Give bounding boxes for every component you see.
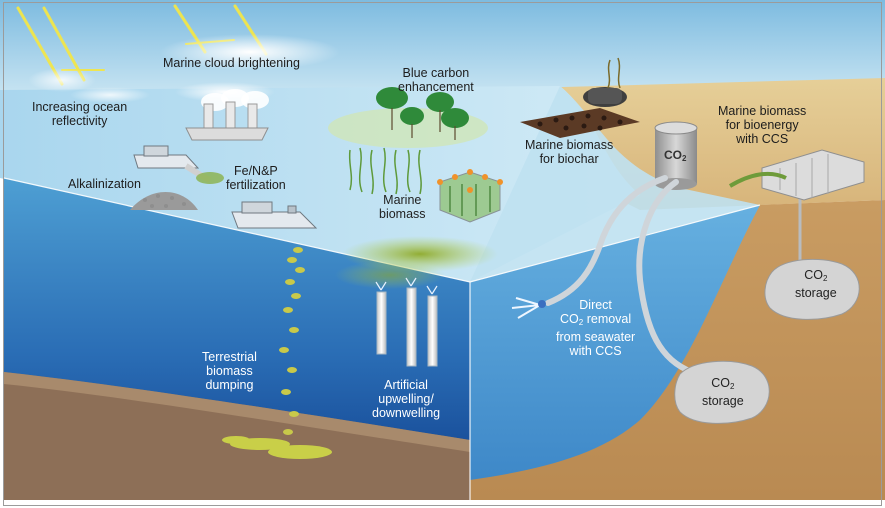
biomass-particle-icon: [279, 247, 305, 435]
label-bioenergy: Marine biomass for bioenergy with CCS: [718, 104, 806, 146]
seabed-edge: [4, 372, 470, 452]
label-fertilization-line1: Fe/N&P: [233, 164, 278, 178]
label-direct-line3: from seawater: [556, 330, 636, 344]
label-direct-line1: Direct: [579, 298, 612, 312]
label-bioenergy-line2: for bioenergy: [725, 118, 799, 132]
label-cloud-brightening: Marine cloud brightening: [163, 56, 300, 70]
label-bioenergy-line1: Marine biomass: [718, 104, 807, 118]
label-direct-co2-prefix: CO: [560, 312, 579, 326]
label-biochar-line2: for biochar: [539, 152, 599, 166]
label-blue-carbon-line1: Blue carbon: [402, 66, 470, 80]
seabed-front: [4, 372, 470, 500]
label-storage-mid-prefix: CO: [711, 376, 730, 390]
label-co2-storage-right: CO2 storage: [795, 268, 837, 300]
pipe-icon: [545, 175, 802, 375]
label-marine-biomass-line1: Marine: [383, 193, 422, 207]
upwelling-pipe-icon: [375, 277, 438, 367]
label-storage-right-prefix: CO: [804, 268, 823, 282]
biomass-pile: [222, 436, 332, 459]
label-fertilization: Fe/N&P fertilization: [226, 164, 286, 192]
factory-chimney-icon: [185, 89, 269, 141]
label-alkalinization: Alkalinization: [68, 177, 141, 191]
tank-co2-prefix: CO: [664, 148, 682, 162]
kelp-forest-icon: [348, 147, 422, 195]
label-direct-co2-suffix: removal: [583, 312, 632, 326]
algae-cage-icon: [437, 169, 503, 223]
label-storage-mid-sub: 2: [730, 382, 735, 391]
label-biomass-dumping: Terrestrial biomass dumping: [202, 350, 257, 392]
label-upwelling: Artificial upwelling/ downwelling: [372, 378, 440, 420]
algal-bloom-deep: [335, 261, 445, 289]
label-storage-right-sub: 2: [823, 274, 828, 283]
label-direct-co2-removal: Direct CO2 removal from seawater with CC…: [556, 298, 635, 358]
diagram-frame: [3, 2, 882, 506]
label-upwelling-line3: downwelling: [372, 406, 441, 420]
label-blue-carbon-line2: enhancement: [398, 80, 474, 94]
label-fertilization-line2: fertilization: [226, 178, 286, 192]
ship-icon: [231, 201, 318, 229]
label-ocean-reflectivity: Increasing ocean reflectivity: [32, 100, 127, 128]
label-direct-line2: CO2 removal: [556, 312, 635, 330]
label-upwelling-line1: Artificial: [384, 378, 428, 392]
rock-pile-icon: [130, 192, 198, 210]
bioenergy-plant-icon: [728, 149, 865, 201]
haze: [28, 68, 96, 92]
label-storage-right-line1: CO2: [795, 268, 837, 286]
label-biochar-line1: Marine biomass: [525, 138, 614, 152]
label-marine-biomass-line2: biomass: [379, 207, 426, 221]
storage-reservoir-icon: [674, 258, 860, 424]
label-bioenergy-line3: with CCS: [736, 132, 789, 146]
label-storage-mid-line1: CO2: [702, 376, 744, 394]
label-biochar: Marine biomass for biochar: [525, 138, 613, 166]
label-marine-biomass: Marine biomass: [379, 193, 426, 221]
biochar-pile-icon: [520, 57, 640, 138]
coastal-shallow-water: [470, 86, 760, 282]
label-blue-carbon: Blue carbon enhancement: [398, 66, 474, 94]
label-storage-mid-word: storage: [702, 394, 744, 408]
label-biomass-dumping-line3: dumping: [205, 378, 254, 392]
label-storage-right-word: storage: [795, 286, 837, 300]
label-direct-co2-sub: 2: [578, 318, 584, 327]
label-direct-line4: with CCS: [569, 344, 622, 358]
tank-co2-sub: 2: [682, 154, 687, 163]
label-co2-storage-mid: CO2 storage: [702, 376, 744, 408]
label-biomass-dumping-line1: Terrestrial: [202, 350, 257, 364]
label-upwelling-line2: upwelling/: [378, 392, 434, 406]
label-ocean-reflectivity-line2: reflectivity: [51, 114, 108, 128]
label-ocean-reflectivity-line1: Increasing ocean: [32, 100, 128, 114]
seawater-intake-icon: [511, 297, 546, 319]
fertilizer-patch: [196, 172, 224, 184]
mangrove-tree-icon: [328, 87, 488, 148]
ocean-side-face: [470, 205, 760, 480]
label-biomass-dumping-line2: biomass: [206, 364, 253, 378]
tank-co2-label: CO2: [664, 148, 686, 163]
